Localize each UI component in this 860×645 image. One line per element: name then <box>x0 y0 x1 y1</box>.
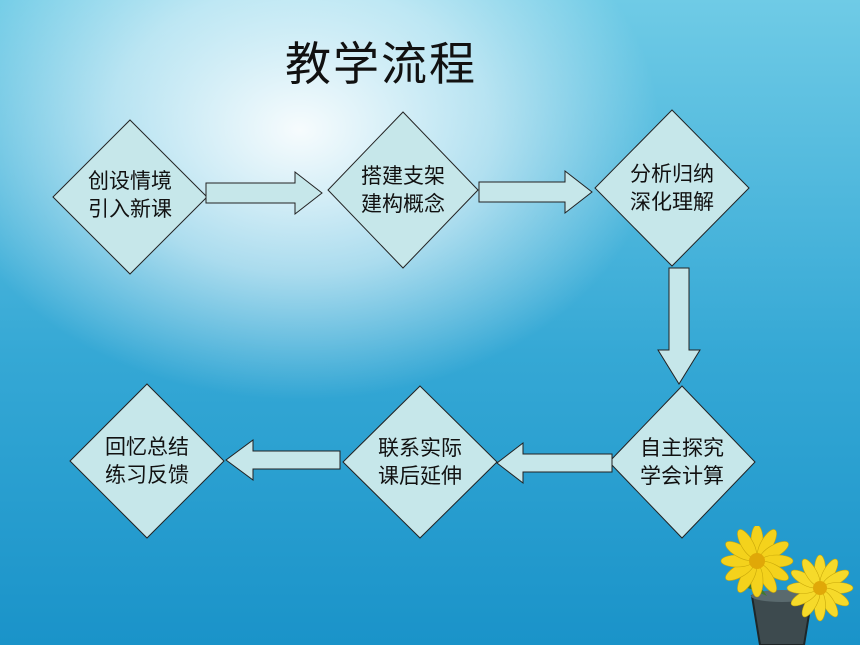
step-4-label: 自主探究 学会计算 <box>622 434 742 490</box>
step-3-diamond <box>594 109 750 267</box>
page-title: 教学流程 <box>285 37 477 91</box>
step-6-line2: 练习反馈 <box>105 463 189 487</box>
arrow-1-to-2 <box>205 170 323 216</box>
step-4-line2: 学会计算 <box>640 464 724 488</box>
step-5-line1: 联系实际 <box>378 436 462 460</box>
arrow-4-to-5 <box>496 441 613 485</box>
flower-icon <box>786 554 854 622</box>
step-2-line1: 搭建支架 <box>361 164 445 188</box>
step-2-diamond <box>327 111 479 269</box>
step-2-label: 搭建支架 建构概念 <box>343 162 463 218</box>
step-5-diamond <box>342 385 498 539</box>
step-1-line2: 引入新课 <box>88 197 172 221</box>
step-6-label: 回忆总结 练习反馈 <box>87 433 207 489</box>
step-5-label: 联系实际 课后延伸 <box>360 434 480 490</box>
step-4-line1: 自主探究 <box>640 436 724 460</box>
step-6-diamond <box>69 383 225 539</box>
step-6-line1: 回忆总结 <box>105 435 189 459</box>
arrow-2-to-3 <box>478 169 593 215</box>
step-3-line2: 深化理解 <box>630 190 714 214</box>
step-3-label: 分析归纳 深化理解 <box>612 160 732 216</box>
step-1-line1: 创设情境 <box>88 169 172 193</box>
step-4-diamond <box>608 385 756 539</box>
arrow-3-to-4 <box>657 267 701 385</box>
step-5-line2: 课后延伸 <box>378 464 462 488</box>
step-1-diamond <box>52 119 208 275</box>
step-2-line2: 建构概念 <box>361 192 445 216</box>
step-1-label: 创设情境 引入新课 <box>70 167 190 223</box>
step-3-line1: 分析归纳 <box>630 162 714 186</box>
flower-pot-decoration <box>720 526 854 645</box>
arrow-5-to-6 <box>225 439 341 481</box>
flower-icon <box>720 526 794 598</box>
